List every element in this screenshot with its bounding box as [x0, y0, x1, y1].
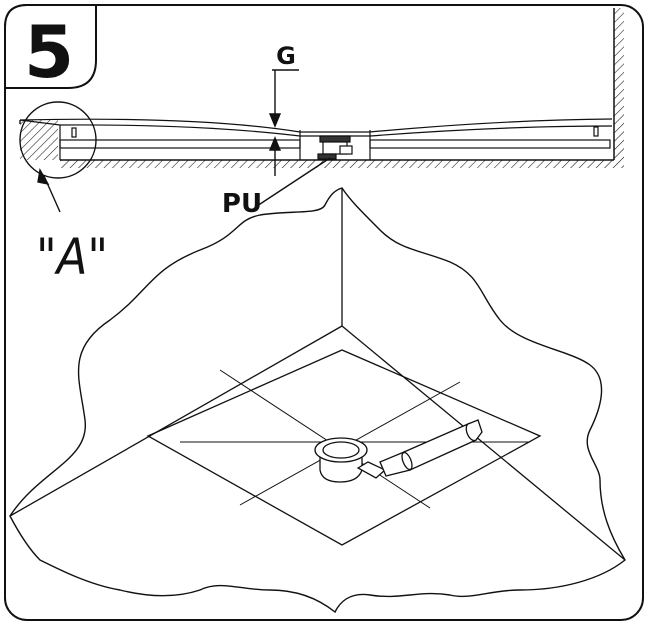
- floor-section: [60, 159, 624, 168]
- step-number: 5: [24, 10, 74, 94]
- shower-tray-plan: [146, 349, 542, 546]
- step-number-box: [4, 4, 97, 89]
- right-wall: [613, 8, 624, 160]
- drain-section: [317, 135, 353, 160]
- detail-callout: [19, 101, 97, 213]
- pu-label: PU: [222, 189, 262, 219]
- drain-assembly: [314, 419, 483, 483]
- detail-label: "A": [36, 228, 108, 286]
- gap-dimension: [268, 69, 299, 176]
- gap-label: G: [276, 42, 296, 70]
- room-corner: [9, 188, 626, 561]
- detail-hatch: [20, 120, 58, 160]
- pu-leader: [256, 157, 331, 207]
- floor-cutout-outline: [9, 187, 626, 614]
